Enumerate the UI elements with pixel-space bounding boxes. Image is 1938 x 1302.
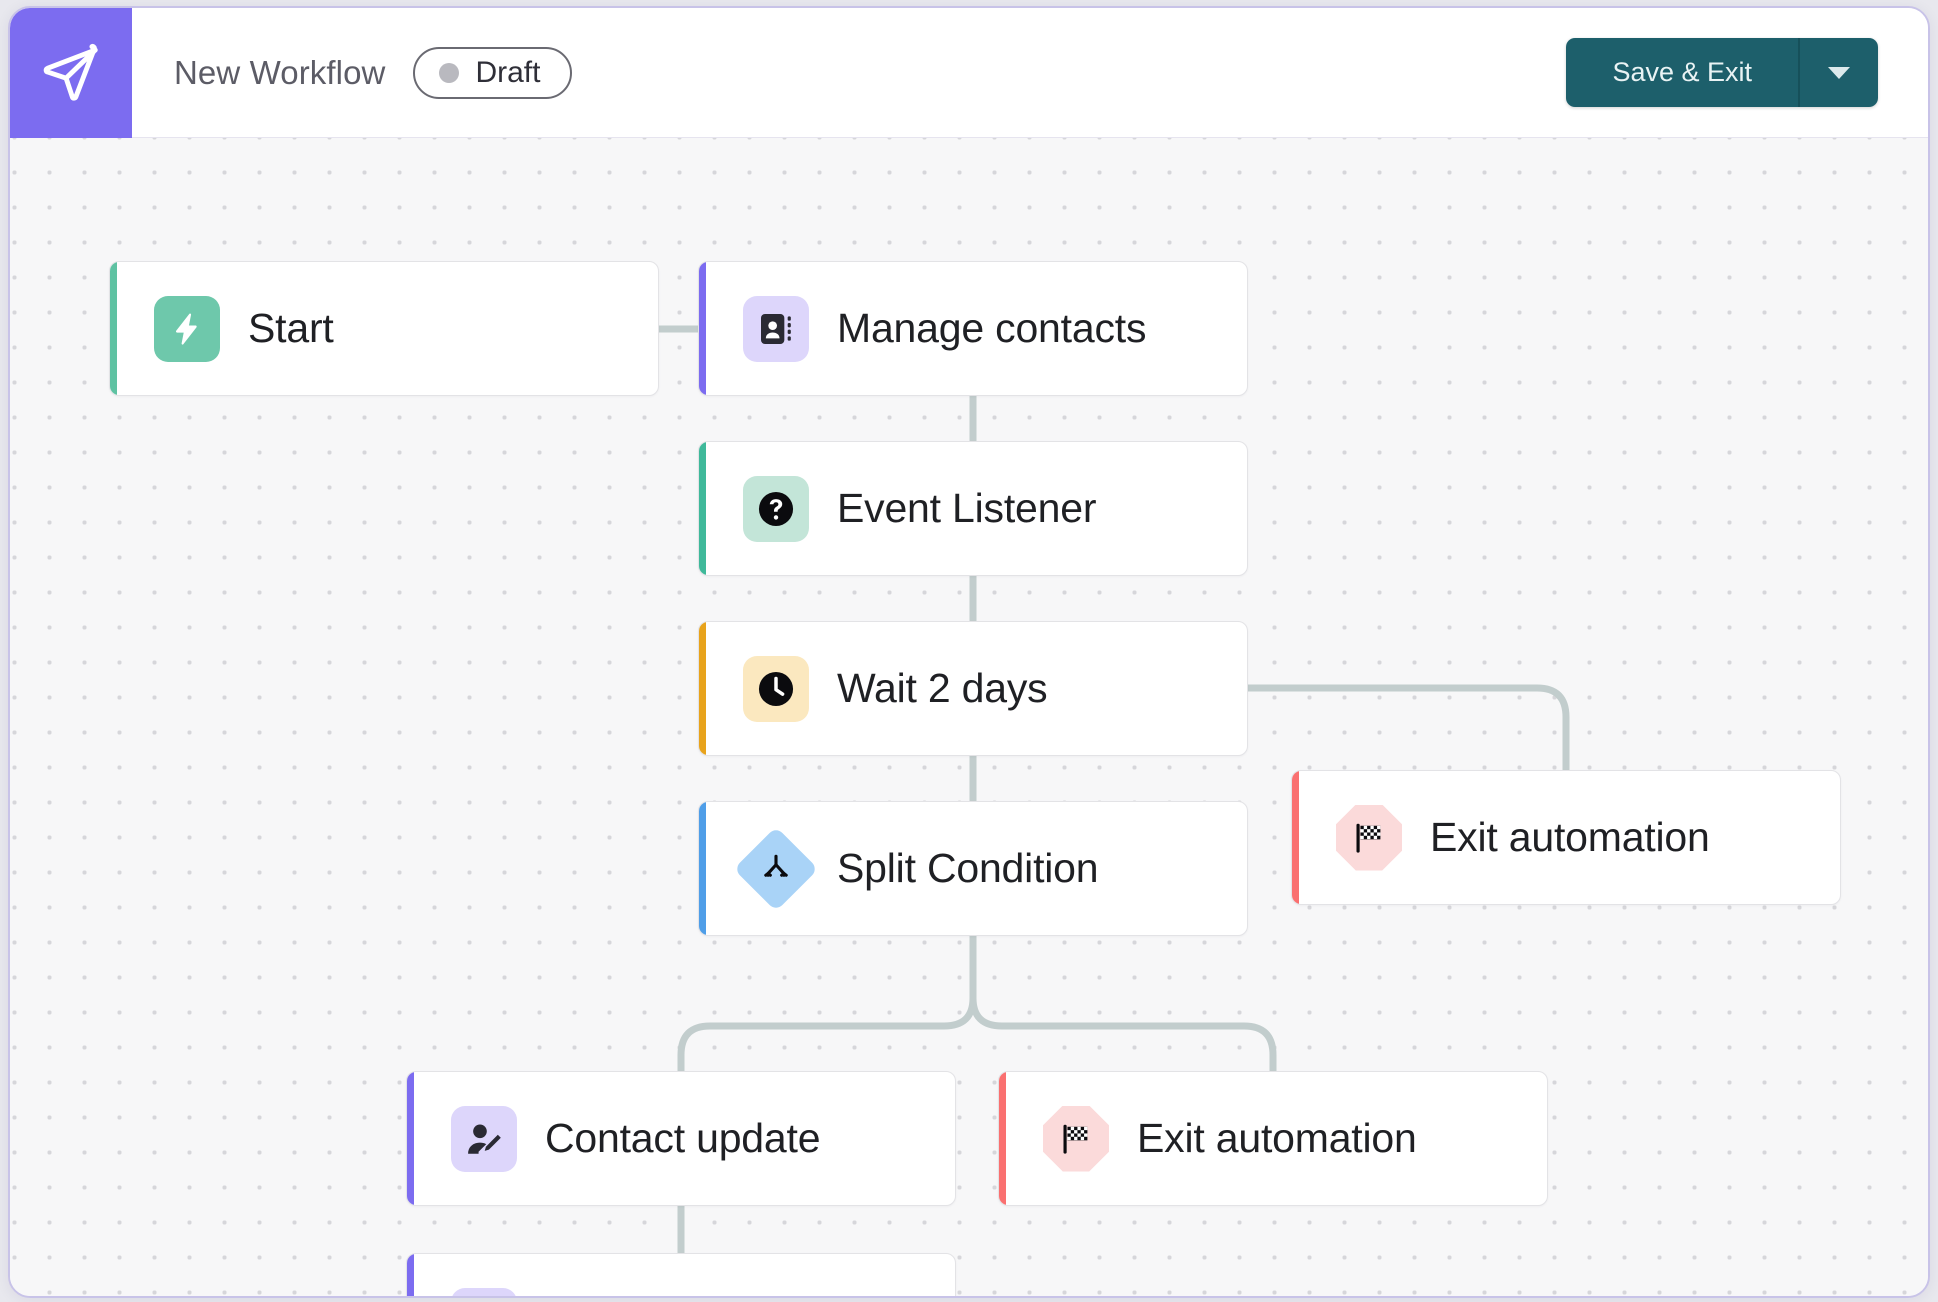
page-title: New Workflow	[174, 53, 386, 91]
app-logo[interactable]	[10, 8, 132, 138]
button-divider	[1798, 38, 1800, 107]
workflow-node-manage-contacts[interactable]: Manage contacts	[698, 261, 1248, 396]
node-icon-wrapper	[1336, 804, 1402, 871]
workflow-node-partial[interactable]	[406, 1253, 956, 1296]
workflow-node-start[interactable]: Start	[109, 261, 659, 396]
contact-card-icon	[451, 1287, 517, 1296]
node-accent-bar	[407, 1254, 414, 1296]
node-label: Wait 2 days	[837, 665, 1048, 711]
node-icon-wrapper	[154, 295, 220, 362]
contact-card-icon	[743, 295, 809, 362]
node-label: Start	[248, 305, 334, 351]
node-accent-bar	[407, 1072, 414, 1205]
status-badge[interactable]: Draft	[413, 46, 573, 99]
paper-plane-icon	[40, 42, 102, 104]
node-icon-wrapper	[733, 826, 819, 911]
node-icon-wrapper	[1043, 1105, 1109, 1172]
node-accent-bar	[110, 262, 117, 395]
node-label: Split Condition	[837, 845, 1099, 891]
lightning-bolt-icon	[154, 295, 220, 362]
node-accent-bar	[1292, 771, 1299, 904]
node-icon-wrapper	[451, 1287, 517, 1296]
save-and-exit-button[interactable]: Save & Exit	[1566, 38, 1798, 107]
node-icon-wrapper	[451, 1105, 517, 1172]
clock-icon	[743, 655, 809, 722]
workflow-canvas[interactable]: Start Manage contacts	[10, 138, 1928, 1296]
node-label: Contact update	[545, 1115, 821, 1161]
header-actions: Save & Exit	[1566, 38, 1878, 107]
edge-split-to-exit-bottom	[969, 997, 1277, 1071]
edge-split-to-contact-update	[677, 997, 977, 1071]
node-label: Manage contacts	[837, 305, 1147, 351]
node-accent-bar	[699, 802, 706, 935]
workflow-node-exit-automation-bottom[interactable]: Exit automation	[998, 1071, 1548, 1206]
chevron-down-icon	[1828, 66, 1850, 79]
question-circle-icon	[743, 475, 809, 542]
workflow-node-event-listener[interactable]: Event Listener	[698, 441, 1248, 576]
checkered-flag-icon	[1336, 804, 1402, 871]
node-label: Exit automation	[1137, 1115, 1417, 1161]
workflow-node-split-condition[interactable]: Split Condition	[698, 801, 1248, 936]
node-icon-wrapper	[743, 655, 809, 722]
workflow-node-exit-automation-right[interactable]: Exit automation	[1291, 770, 1841, 905]
app-header: New Workflow Draft Save & Exit	[10, 8, 1928, 138]
workflow-node-contact-update[interactable]: Contact update	[406, 1071, 956, 1206]
node-icon-wrapper	[743, 475, 809, 542]
edge-wait-to-exit-right	[1248, 684, 1570, 770]
node-accent-bar	[699, 442, 706, 575]
node-label: Event Listener	[837, 485, 1097, 531]
title-group: New Workflow Draft	[174, 46, 573, 99]
workflow-builder-window: New Workflow Draft Save & Exit	[8, 6, 1930, 1298]
contact-edit-icon	[451, 1105, 517, 1172]
checkered-flag-icon	[1043, 1105, 1109, 1172]
node-accent-bar	[699, 622, 706, 755]
workflow-node-wait[interactable]: Wait 2 days	[698, 621, 1248, 756]
save-options-dropdown-button[interactable]	[1800, 38, 1878, 107]
node-label: Exit automation	[1430, 814, 1710, 860]
status-badge-label: Draft	[475, 55, 541, 89]
node-icon-wrapper	[743, 295, 809, 362]
split-branch-icon	[733, 826, 819, 911]
node-accent-bar	[999, 1072, 1006, 1205]
node-accent-bar	[699, 262, 706, 395]
status-dot-icon	[439, 62, 460, 83]
